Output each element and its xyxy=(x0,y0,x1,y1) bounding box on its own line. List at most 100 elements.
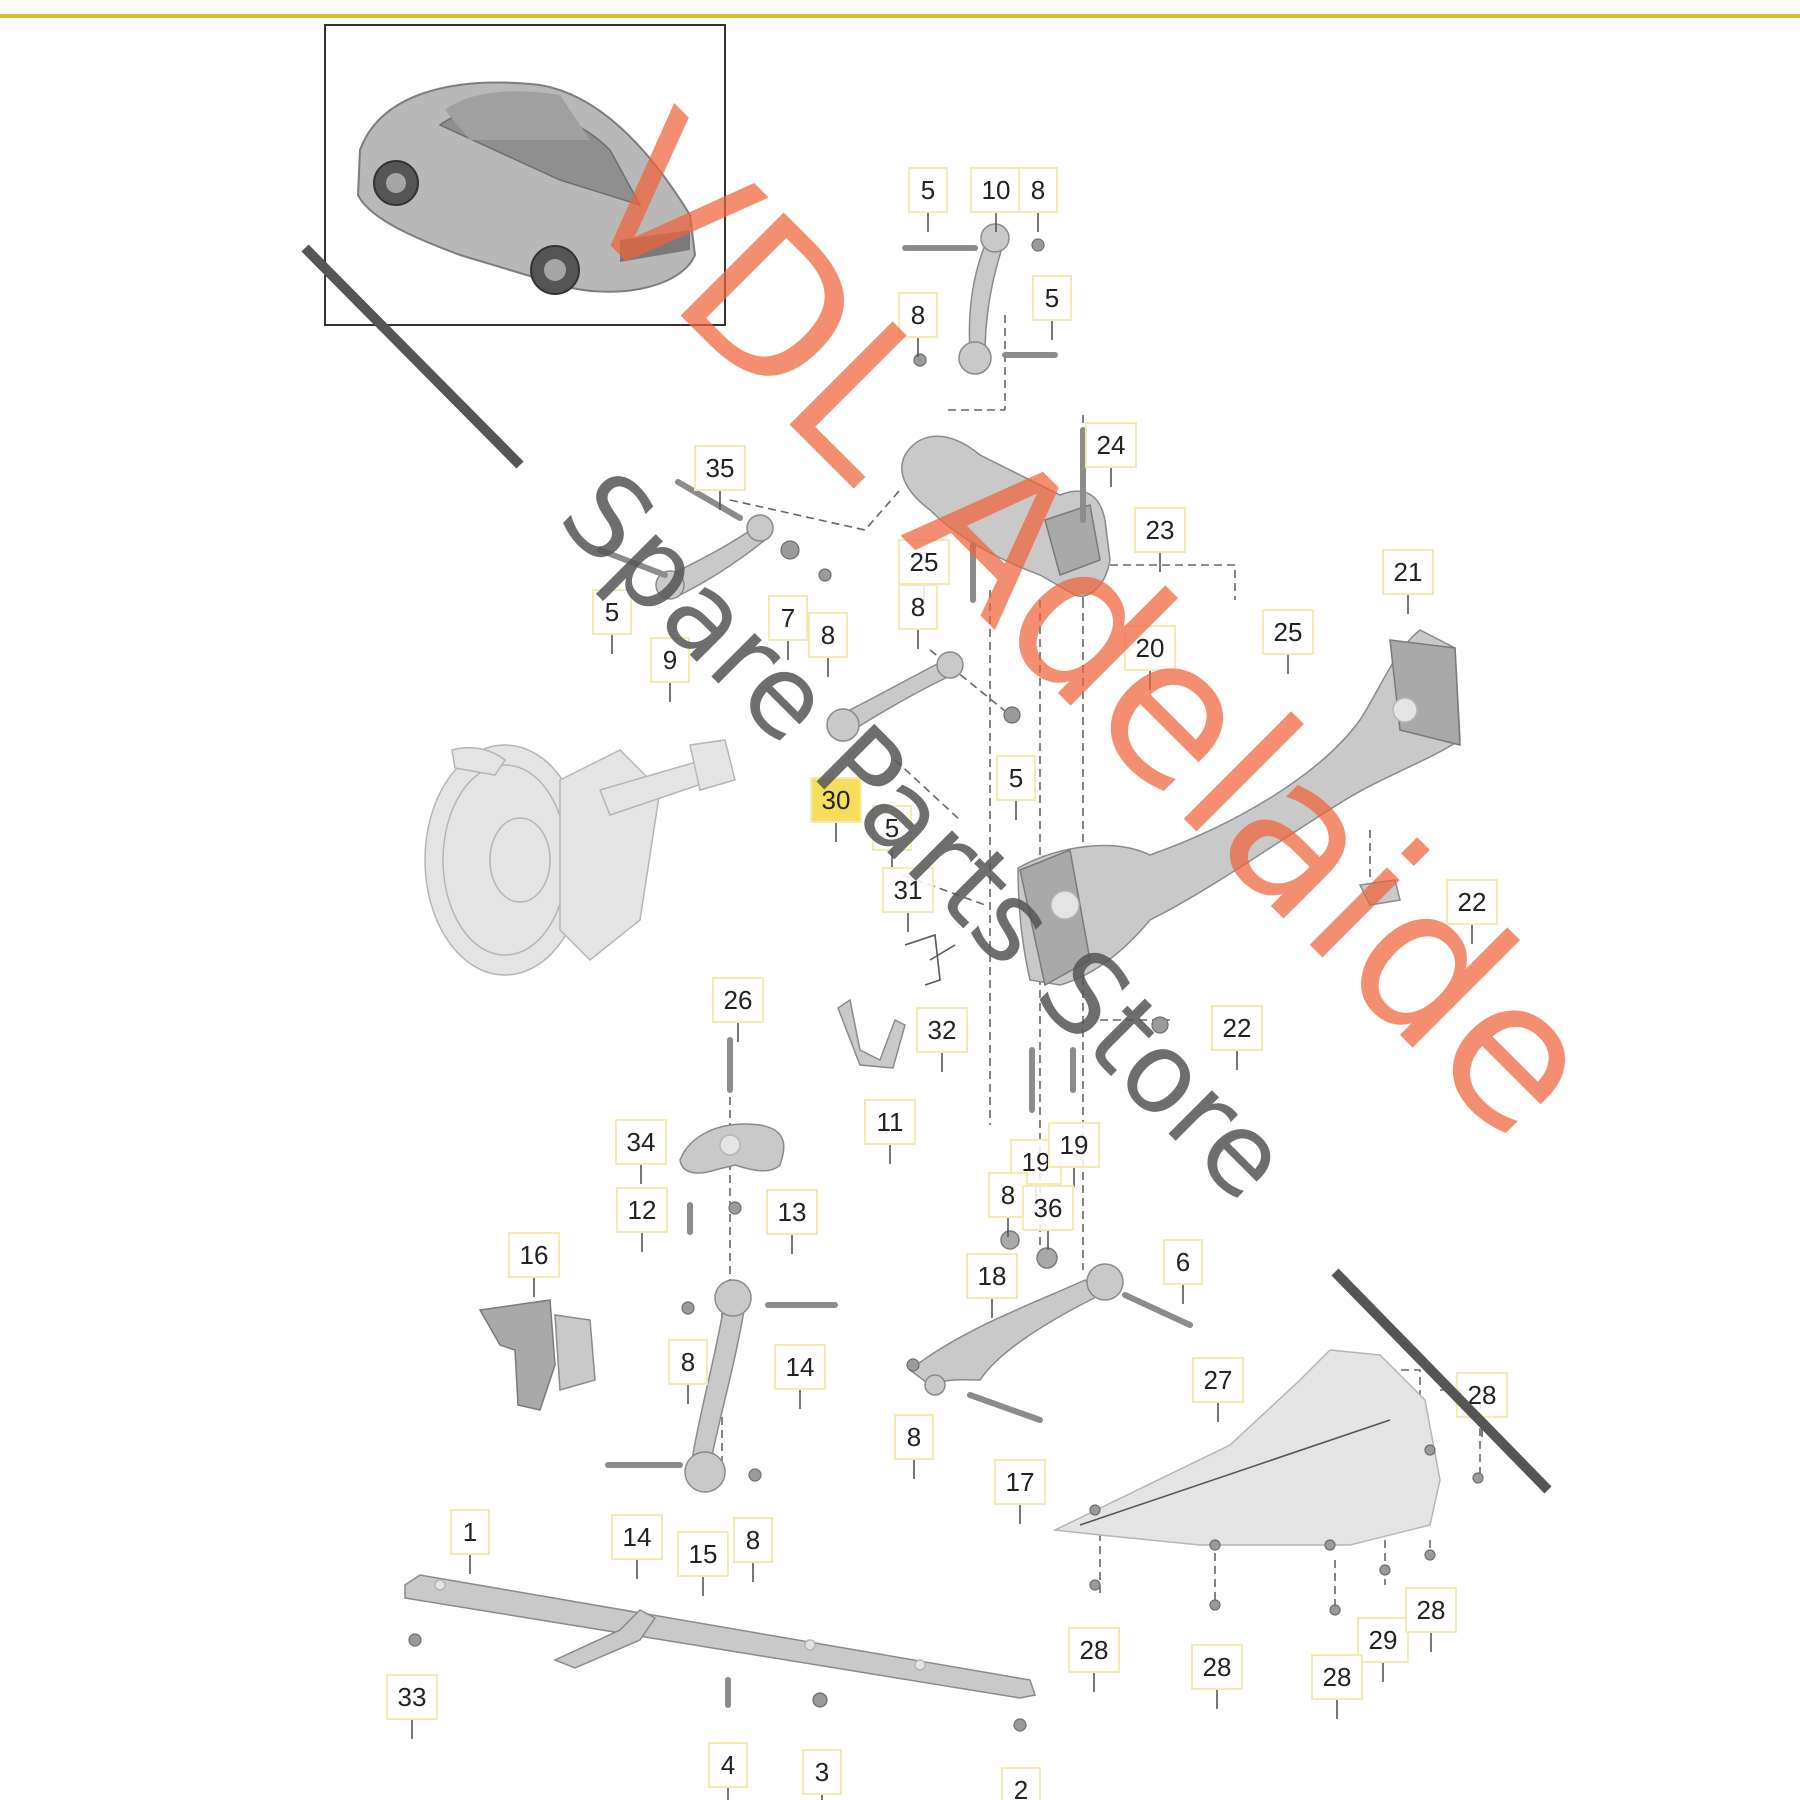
callout-number: 6 xyxy=(1176,1247,1190,1277)
callout-box xyxy=(810,777,862,823)
callout-8: 8 xyxy=(894,1414,934,1460)
callout-number: 28 xyxy=(1417,1595,1446,1625)
watermark-rule-right xyxy=(1331,1268,1552,1494)
callout-28: 28 xyxy=(1405,1587,1457,1633)
callout-8: 8 xyxy=(1018,167,1058,213)
callout-23: 23 xyxy=(1134,507,1186,553)
callout-28: 28 xyxy=(1068,1627,1120,1673)
callout-number: 30 xyxy=(822,785,851,815)
callout-number: 5 xyxy=(885,813,899,843)
callout-number: 10 xyxy=(982,175,1011,205)
callout-box xyxy=(677,1531,729,1577)
callout-box xyxy=(1357,1617,1409,1663)
callout-box xyxy=(894,1414,934,1460)
callout-number: 5 xyxy=(1045,283,1059,313)
callout-5: 5 xyxy=(592,589,632,635)
callout-number: 24 xyxy=(1097,430,1126,460)
sensor-bracket-32 xyxy=(904,933,956,986)
cross-brace-1 xyxy=(404,1574,1036,1699)
callout-5: 5 xyxy=(872,805,912,851)
callout-35: 35 xyxy=(694,445,746,491)
callout-box xyxy=(864,1099,916,1145)
callout-13: 13 xyxy=(766,1189,818,1235)
callout-box xyxy=(1018,167,1058,213)
callout-box xyxy=(1163,1239,1203,1285)
callout-box xyxy=(768,595,808,641)
link-30 xyxy=(826,651,1021,742)
callout-number: 28 xyxy=(1323,1662,1352,1692)
callout-number: 34 xyxy=(627,1127,656,1157)
callout-box xyxy=(1048,1122,1100,1168)
callout-8: 8 xyxy=(898,292,938,338)
callout-box xyxy=(616,1187,668,1233)
callout-28: 28 xyxy=(1456,1372,1508,1418)
callout-box xyxy=(872,805,912,851)
callout-33: 33 xyxy=(386,1674,438,1720)
toe-link-9 xyxy=(597,479,832,600)
callout-box xyxy=(694,445,746,491)
callout-box xyxy=(988,1172,1028,1218)
callout-21: 21 xyxy=(1382,549,1434,595)
callout-11: 11 xyxy=(864,1099,916,1145)
callout-box xyxy=(994,1459,1046,1505)
callout-number: 25 xyxy=(910,547,939,577)
callout-box xyxy=(592,589,632,635)
callout-number: 8 xyxy=(907,1422,921,1452)
callout-number: 9 xyxy=(663,645,677,675)
callout-number: 5 xyxy=(921,175,935,205)
callout-box xyxy=(508,1232,560,1278)
callout-box xyxy=(898,292,938,338)
callout-number: 29 xyxy=(1369,1625,1398,1655)
callout-29: 29 xyxy=(1357,1617,1409,1663)
callout-box xyxy=(1382,549,1434,595)
top-rule xyxy=(0,14,1800,18)
callout-6: 6 xyxy=(1163,1239,1203,1285)
callout-box xyxy=(611,1514,663,1560)
callout-8: 8 xyxy=(808,612,848,658)
axle-subframe-21 xyxy=(1017,629,1461,987)
lower-wishbone-18 xyxy=(906,1230,1193,1423)
callout-box xyxy=(802,1749,842,1795)
callout-box xyxy=(1134,507,1186,553)
callout-box xyxy=(970,167,1022,213)
callout-box xyxy=(615,1119,667,1165)
bolts-19 xyxy=(727,1037,1076,1113)
callout-number: 32 xyxy=(928,1015,957,1045)
callout-12: 12 xyxy=(616,1187,668,1233)
mount-22 xyxy=(1151,879,1401,1034)
callout-4: 4 xyxy=(708,1742,748,1788)
callout-number: 8 xyxy=(681,1347,695,1377)
callout-28: 28 xyxy=(1311,1654,1363,1700)
callout-number: 5 xyxy=(1009,763,1023,793)
lower-link-15 xyxy=(605,1279,838,1493)
callout-box xyxy=(1032,275,1072,321)
hub-brake-assembly xyxy=(424,739,736,976)
callout-30: 30 xyxy=(810,777,862,823)
callout-box xyxy=(450,1509,490,1555)
callout-box xyxy=(386,1674,438,1720)
callout-box xyxy=(1446,879,1498,925)
callout-box xyxy=(668,1339,708,1385)
callout-number: 28 xyxy=(1468,1380,1497,1410)
watermark-rule-left xyxy=(301,244,524,469)
callout-7: 7 xyxy=(768,595,808,641)
callout-number: 8 xyxy=(821,620,835,650)
callout-number: 17 xyxy=(1006,1467,1035,1497)
callout-22: 22 xyxy=(1446,879,1498,925)
callout-number: 36 xyxy=(1034,1193,1063,1223)
callout-box xyxy=(712,977,764,1023)
callout-22: 22 xyxy=(1211,1005,1263,1051)
callout-box xyxy=(898,539,950,585)
callout-number: 1 xyxy=(463,1517,477,1547)
callout-number: 8 xyxy=(911,592,925,622)
callout-box xyxy=(1022,1185,1074,1231)
wheel-carrier-23 xyxy=(901,427,1111,603)
callout-number: 8 xyxy=(1031,175,1045,205)
callout-36: 36 xyxy=(1022,1185,1074,1231)
callout-5: 5 xyxy=(996,755,1036,801)
callout-box xyxy=(908,167,948,213)
callout-number: 16 xyxy=(520,1240,549,1270)
bottom-bolts xyxy=(408,1472,1484,1732)
callout-number: 28 xyxy=(1203,1652,1232,1682)
